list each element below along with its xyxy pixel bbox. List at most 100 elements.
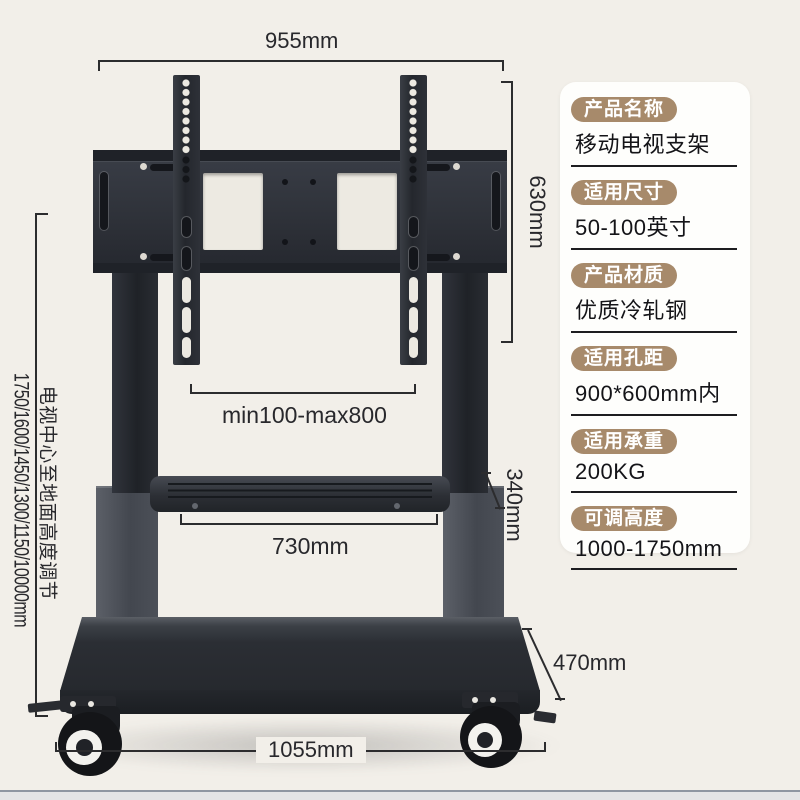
dim-vesa-line — [190, 392, 416, 394]
spec-value: 优质冷轧钢 — [575, 298, 688, 323]
spec-value: 900*600mm内 — [575, 381, 721, 406]
crossbar-body — [93, 161, 507, 263]
spec-underline — [571, 248, 737, 250]
base-front-face — [60, 690, 540, 714]
vesa-slot — [182, 277, 191, 303]
vesa-slot — [409, 337, 418, 358]
vesa-slot — [182, 337, 191, 358]
spec-value: 1000-1750mm — [575, 536, 723, 561]
spec-row: 适用孔距 900*600mm内 — [571, 346, 739, 416]
vesa-strip-left — [173, 75, 200, 365]
spec-label-pill: 产品材质 — [571, 263, 678, 288]
adjust-slot — [150, 164, 176, 171]
crossbar-cutout-right — [337, 173, 397, 250]
dim-base-width-label: 1055mm — [256, 737, 366, 763]
dim-tick — [501, 81, 512, 83]
spec-row: 适用承重 200KG — [571, 429, 739, 493]
adjust-slot — [150, 254, 176, 261]
right-upper-column — [442, 268, 488, 493]
spec-underline — [571, 331, 737, 333]
vesa-holes — [173, 78, 200, 154]
spec-value: 移动电视支架 — [575, 132, 711, 157]
adjust-slot — [424, 164, 450, 171]
vesa-holes — [400, 78, 427, 154]
dim-tick — [555, 698, 565, 700]
spec-label-pill: 产品名称 — [571, 97, 678, 122]
brake-lever — [27, 700, 65, 713]
dim-shelf-gap-label: 340mm — [502, 468, 527, 542]
shelf-hole — [192, 503, 198, 509]
spec-label-pill: 可调高度 — [571, 506, 678, 531]
spec-label-pill: 适用承重 — [571, 429, 678, 454]
vesa-slot — [182, 247, 191, 270]
end-slot-left — [100, 172, 108, 230]
spec-value: 200KG — [575, 459, 646, 484]
vesa-slot — [409, 277, 418, 303]
dim-height-line — [35, 213, 37, 717]
dim-bracket-height-line — [511, 81, 513, 343]
spec-underline — [571, 568, 737, 570]
floor-line — [0, 790, 800, 800]
middle-shelf — [150, 476, 450, 512]
spec-row: 适用尺寸 50-100英寸 — [571, 180, 739, 250]
dim-tick — [522, 628, 532, 630]
dim-shelf-width-label: 730mm — [272, 533, 349, 559]
dim-tick — [481, 472, 491, 474]
screw-hole — [140, 253, 147, 260]
dim-bracket-height-label: 630mm — [525, 175, 550, 249]
dim-vesa-range-label: min100-max800 — [222, 402, 387, 428]
vesa-hole — [310, 239, 316, 245]
vesa-slot — [182, 307, 191, 333]
spec-underline — [571, 165, 737, 167]
caster-wheel-left — [58, 712, 122, 776]
base-top-surface — [60, 617, 540, 691]
dim-tick — [35, 213, 48, 215]
left-upper-column — [112, 268, 158, 493]
adjust-slot — [424, 254, 450, 261]
caster-bolt — [472, 697, 478, 703]
vesa-slot — [409, 217, 418, 237]
spec-underline — [571, 491, 737, 493]
vesa-hole — [282, 239, 288, 245]
dim-tick — [98, 60, 100, 71]
screw-hole — [453, 163, 460, 170]
vesa-holes — [400, 155, 427, 184]
dim-tick — [190, 384, 192, 394]
vesa-strip-right — [400, 75, 427, 365]
dim-height-label: 电视中心至地面高度调节 — [36, 385, 58, 601]
dim-shelf-width-line — [180, 523, 438, 525]
spec-label-pill: 适用孔距 — [571, 346, 678, 371]
screw-hole — [140, 163, 147, 170]
vesa-slot — [409, 307, 418, 333]
crossbar-cutout-left — [203, 173, 263, 250]
dim-tick — [180, 514, 182, 525]
mount-crossbar — [93, 150, 507, 273]
spec-row: 产品名称 移动电视支架 — [571, 97, 739, 167]
spec-underline — [571, 414, 737, 416]
shelf-grooves — [168, 483, 432, 498]
dim-height-values: 1750/1600/1450/1300/1150/10000mm — [9, 372, 33, 628]
screw-hole — [453, 253, 460, 260]
caster-wheel-right — [460, 706, 522, 768]
crossbar-top-rail — [93, 150, 507, 161]
spec-row: 产品材质 优质冷轧钢 — [571, 263, 739, 333]
dim-top-width-line — [98, 60, 504, 62]
spec-label-pill: 适用尺寸 — [571, 180, 678, 205]
dim-tick — [55, 742, 57, 752]
end-slot-right — [492, 172, 500, 230]
vesa-hole — [310, 179, 316, 185]
spec-panel: 产品名称 移动电视支架 适用尺寸 50-100英寸 产品材质 优质冷轧钢 适用孔… — [560, 82, 750, 570]
dim-base-depth-label: 470mm — [553, 650, 627, 675]
vesa-hole — [282, 179, 288, 185]
spec-row: 可调高度 1000-1750mm — [571, 506, 739, 570]
dim-top-width-label: 955mm — [265, 28, 339, 53]
dim-tick — [544, 742, 546, 752]
shelf-hole — [394, 503, 400, 509]
dim-tick — [35, 715, 48, 717]
dim-tick — [502, 60, 504, 71]
caster-bolt — [490, 697, 496, 703]
dim-tick — [495, 507, 505, 509]
dim-tick — [501, 341, 512, 343]
vesa-holes — [173, 155, 200, 184]
